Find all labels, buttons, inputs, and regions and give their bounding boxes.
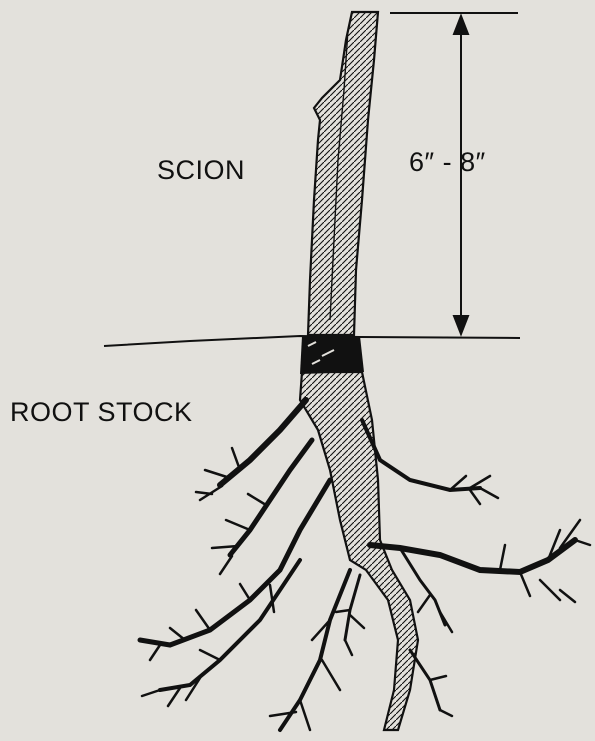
scion-trunk	[308, 12, 378, 335]
root-stock-label: ROOT STOCK	[10, 397, 193, 428]
arrow-down-icon	[454, 316, 468, 334]
scion-label: SCION	[157, 155, 245, 186]
arrow-up-icon	[454, 16, 468, 34]
root-system	[140, 372, 590, 730]
graft-union	[300, 336, 364, 374]
measurement-label: 6″ - 8″	[409, 147, 486, 178]
